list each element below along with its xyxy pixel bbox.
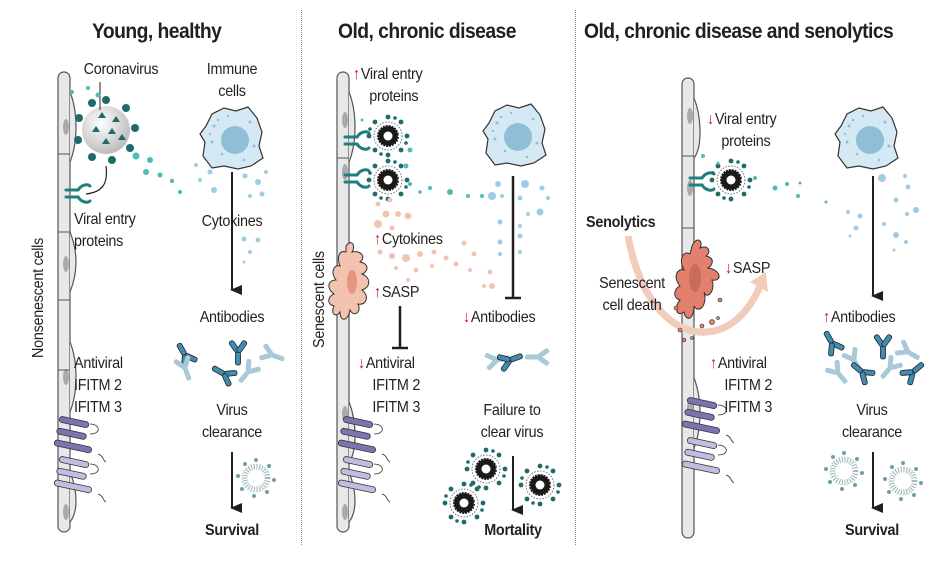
viral-entry-label: Viral entry proteins — [707, 109, 777, 153]
antibody-group — [169, 338, 288, 389]
viral-entry-line: proteins — [369, 88, 419, 105]
viral-entry-line: proteins — [721, 133, 771, 150]
antiviral-line: IFITM 3 — [724, 399, 773, 416]
viral-entry-label: Viral entry proteins — [353, 64, 423, 108]
viral-entry-label: Viral entry proteins — [74, 209, 136, 253]
virus-outcome-line: Virus — [856, 402, 888, 419]
viral-entry-line: proteins — [74, 233, 124, 250]
membrane-column — [57, 71, 77, 533]
antiviral-line: Antiviral — [710, 353, 772, 375]
virus-particles — [70, 86, 182, 194]
antiviral-line: IFITM 2 — [74, 377, 122, 394]
virus-particles — [701, 154, 828, 204]
antiviral-line: IFITM 3 — [372, 399, 421, 416]
viral-entry-line: Viral entry — [707, 109, 777, 131]
inhibition-bar — [392, 306, 408, 350]
immune-cells-label-line: Immune — [206, 61, 258, 78]
sasp-label: SASP — [725, 258, 771, 280]
outcome-label: Survival — [845, 522, 899, 539]
cytokine-dots — [488, 180, 550, 256]
panel-title: Old, chronic disease and senolytics — [584, 20, 894, 43]
virus-outcome-line: clearance — [841, 424, 903, 441]
cytokines-label: Cytokines — [201, 213, 263, 230]
senescent-cell — [328, 242, 370, 320]
panel-divider — [301, 10, 302, 545]
senolytics-label: Senolytics — [586, 214, 656, 231]
panel-divider — [575, 10, 576, 545]
virus-clearance-label: Virus clearance — [834, 400, 910, 444]
cytokines-label: Cytokines — [374, 229, 443, 251]
antiviral-line: IFITM 2 — [724, 377, 773, 394]
virus-outcome-line: Virus — [216, 402, 248, 419]
antiviral-line: Antiviral — [74, 355, 123, 372]
senescent-cells-label: Senescent cells — [311, 251, 328, 348]
panel-title: Young, healthy — [92, 20, 222, 43]
immune-cells-label-line: cells — [218, 83, 246, 100]
antiviral-line: IFITM 3 — [74, 399, 122, 416]
viral-entry-line: Viral entry — [353, 64, 423, 86]
cytokine-dots — [194, 163, 268, 264]
antiviral-line: IFITM 2 — [372, 377, 421, 394]
senolytics-arrow — [624, 235, 764, 336]
virus-outcome-line: clearance — [201, 424, 263, 441]
antiviral-label: Antiviral IFITM 2 IFITM 3 — [74, 353, 123, 419]
immune-cells-label: Immune cells — [200, 59, 265, 103]
antibody-group — [816, 326, 930, 390]
failure-to-clear-label: Failure to clear virus — [471, 400, 554, 444]
antiviral-label: Antiviral IFITM 2 IFITM 3 — [710, 353, 773, 419]
inhibition-bar — [505, 176, 521, 300]
dying-senescent-cell — [673, 239, 723, 343]
outcome-label: Mortality — [484, 522, 542, 539]
antibodies-label: Antibodies — [463, 307, 536, 329]
virus-clearance-label: Virus clearance — [194, 400, 270, 444]
panel-title: Old, chronic disease — [338, 20, 517, 43]
antibodies-label: Antibodies — [199, 309, 265, 326]
cell-death-line: cell death — [602, 297, 662, 314]
antiviral-line: Antiviral — [358, 353, 420, 375]
cytokine-dots — [846, 174, 919, 252]
virus-particles — [360, 118, 484, 198]
virus-outcome-line: clear virus — [480, 424, 544, 441]
antiviral-label: Antiviral IFITM 2 IFITM 3 — [358, 353, 421, 419]
antibody-group — [483, 346, 551, 374]
nonsenescent-cells-label: Nonsenescent cells — [30, 237, 47, 358]
sasp-label: SASP — [374, 282, 420, 304]
cell-death-line: Senescent — [599, 275, 665, 292]
cleared-virus — [236, 458, 276, 498]
antibodies-label: Antibodies — [823, 307, 896, 329]
coronavirus — [74, 96, 139, 164]
viral-entry-line: Viral entry — [74, 211, 136, 228]
senescent-cell-death-label: Senescent cell death — [587, 273, 677, 317]
coronavirus-label: Coronavirus — [83, 61, 159, 78]
virus-outcome-line: Failure to — [483, 402, 541, 419]
outcome-label: Survival — [205, 522, 259, 539]
